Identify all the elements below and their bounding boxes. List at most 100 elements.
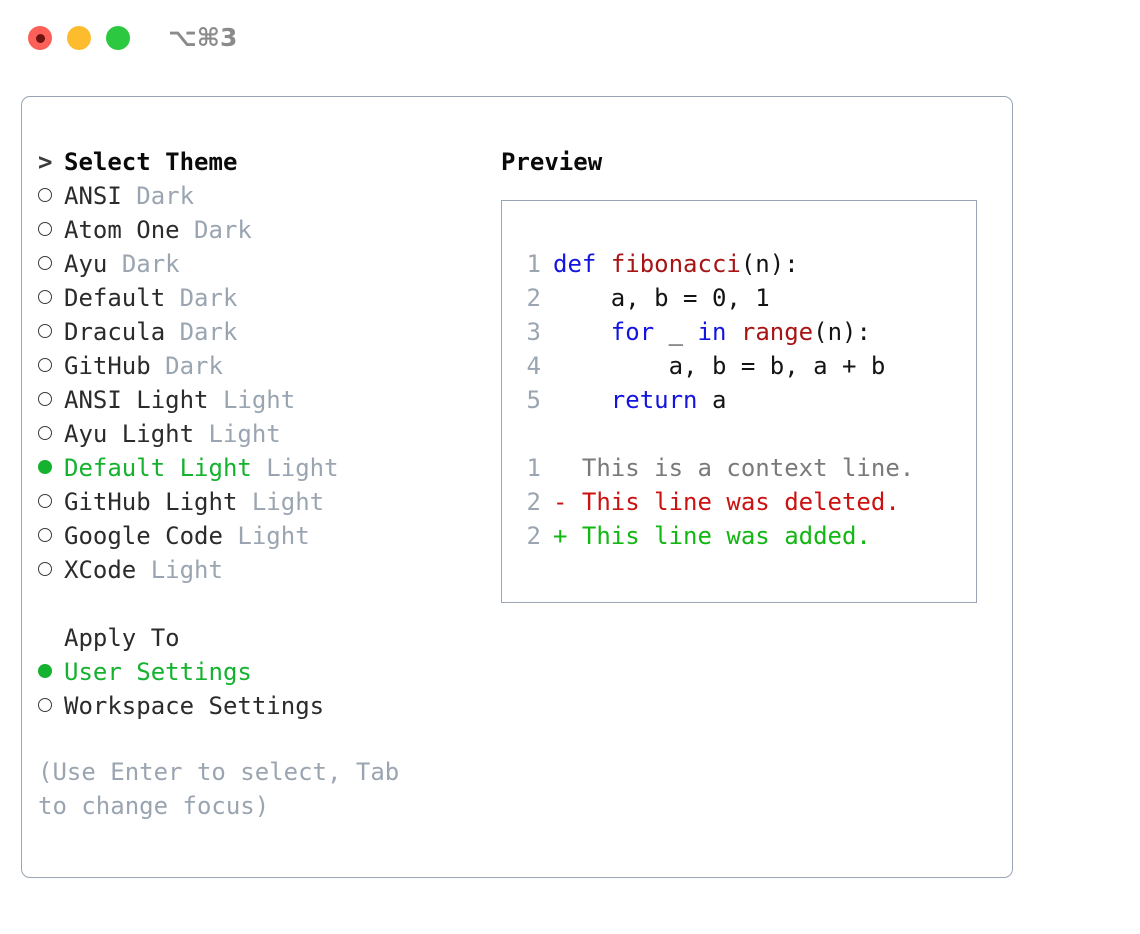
code-token: for bbox=[610, 318, 655, 346]
code-token: range bbox=[740, 318, 814, 346]
theme-name: ANSI Light bbox=[64, 386, 209, 414]
select-theme-heading: >Select Theme bbox=[38, 145, 468, 179]
spacer bbox=[237, 488, 251, 516]
title-bar: ⌥⌘3 bbox=[0, 0, 1140, 78]
spacer bbox=[151, 352, 165, 380]
traffic-light-buttons bbox=[28, 26, 130, 50]
code-token: (n): bbox=[740, 250, 799, 278]
theme-list-item[interactable]: Google Code Light bbox=[38, 519, 468, 553]
theme-list-item[interactable]: Atom One Dark bbox=[38, 213, 468, 247]
theme-list-item[interactable]: GitHub Light Light bbox=[38, 485, 468, 519]
theme-list-item[interactable]: Ayu Dark bbox=[38, 247, 468, 281]
theme-name: ANSI bbox=[64, 182, 122, 210]
recording-indicator-icon bbox=[35, 33, 45, 43]
radio-unselected-icon bbox=[38, 392, 52, 406]
code-diff-separator bbox=[515, 417, 914, 451]
theme-list-item[interactable]: Ayu Light Light bbox=[38, 417, 468, 451]
line-number: 1 bbox=[526, 454, 541, 482]
apply-to-radio-marker bbox=[38, 655, 64, 689]
code-token: in bbox=[697, 318, 727, 346]
theme-radio-marker bbox=[38, 213, 64, 247]
theme-list-item[interactable]: Default Light Light bbox=[38, 451, 468, 485]
line-number: 2 bbox=[526, 488, 541, 516]
theme-radio-marker bbox=[38, 451, 64, 485]
theme-name: GitHub bbox=[64, 352, 151, 380]
theme-mode-badge: Light bbox=[222, 386, 296, 414]
radio-unselected-icon bbox=[38, 562, 52, 576]
code-token bbox=[726, 318, 740, 346]
theme-list-item[interactable]: GitHub Dark bbox=[38, 349, 468, 383]
apply-to-option[interactable]: User Settings bbox=[38, 655, 468, 689]
theme-list-item[interactable]: XCode Light bbox=[38, 553, 468, 587]
theme-name: Ayu bbox=[64, 250, 108, 278]
theme-radio-marker bbox=[38, 315, 64, 349]
code-token: return bbox=[610, 386, 698, 414]
code-token bbox=[553, 318, 611, 346]
radio-unselected-icon bbox=[38, 324, 52, 338]
code-line: 4 a, b = b, a + b bbox=[515, 349, 914, 383]
theme-list-item[interactable]: Dracula Dark bbox=[38, 315, 468, 349]
theme-list-item[interactable]: Default Dark bbox=[38, 281, 468, 315]
spacer bbox=[209, 386, 223, 414]
diff-line-text: + This line was added. bbox=[553, 522, 871, 550]
theme-mode-badge: Light bbox=[266, 454, 339, 482]
apply-to-label: Apply To bbox=[64, 624, 180, 652]
apply-to-radio-marker bbox=[38, 689, 64, 723]
code-token bbox=[553, 386, 611, 414]
theme-mode-badge: Dark bbox=[194, 216, 252, 244]
radio-unselected-icon bbox=[38, 494, 52, 508]
line-number: 2 bbox=[526, 522, 541, 550]
code-token: _ bbox=[654, 318, 698, 346]
radio-unselected-icon bbox=[38, 528, 52, 542]
theme-mode-badge: Dark bbox=[179, 318, 238, 346]
theme-mode-badge: Dark bbox=[121, 250, 180, 278]
diff-line: 2 + This line was added. bbox=[515, 519, 914, 553]
theme-mode-badge: Dark bbox=[179, 284, 238, 312]
code-token: a, b = 0, 1 bbox=[553, 284, 770, 312]
diff-line-text: - This line was deleted. bbox=[553, 488, 900, 516]
theme-radio-marker bbox=[38, 417, 64, 451]
line-number: 5 bbox=[526, 386, 541, 414]
select-theme-title: Select Theme bbox=[64, 148, 238, 176]
theme-name: XCode bbox=[64, 556, 137, 584]
radio-unselected-icon bbox=[38, 698, 52, 712]
theme-mode-badge: Light bbox=[237, 522, 310, 550]
diff-line: 2 - This line was deleted. bbox=[515, 485, 914, 519]
theme-name: Default bbox=[64, 284, 166, 312]
minimize-window-button[interactable] bbox=[67, 26, 91, 50]
spacer bbox=[180, 216, 194, 244]
code-token: a, b = b, a + b bbox=[553, 352, 886, 380]
theme-name: Ayu Light bbox=[64, 420, 195, 448]
theme-radio-marker bbox=[38, 349, 64, 383]
code-token: def bbox=[553, 250, 597, 278]
theme-radio-marker bbox=[38, 383, 64, 417]
spacer bbox=[165, 284, 179, 312]
theme-radio-marker bbox=[38, 179, 64, 213]
code-line: 2 a, b = 0, 1 bbox=[515, 281, 914, 315]
theme-mode-badge: Light bbox=[150, 556, 223, 584]
radio-unselected-icon bbox=[38, 256, 52, 270]
theme-list-item[interactable]: ANSI Light Light bbox=[38, 383, 468, 417]
line-number: 4 bbox=[526, 352, 541, 380]
theme-radio-marker bbox=[38, 553, 64, 587]
code-line: 5 return a bbox=[515, 383, 914, 417]
code-token: a bbox=[697, 386, 727, 414]
close-window-button[interactable] bbox=[28, 26, 52, 50]
spacer bbox=[122, 182, 136, 210]
keyboard-shortcut-label: ⌥⌘3 bbox=[168, 23, 238, 52]
keyboard-hint-text: (Use Enter to select, Tab to change focu… bbox=[38, 758, 414, 820]
radio-unselected-icon bbox=[38, 290, 52, 304]
code-token: fibonacci bbox=[610, 250, 741, 278]
theme-mode-badge: Light bbox=[251, 488, 325, 516]
diff-line: 1 This is a context line. bbox=[515, 451, 915, 485]
radio-unselected-icon bbox=[38, 188, 52, 202]
apply-to-option[interactable]: Workspace Settings bbox=[38, 689, 468, 723]
theme-list-item[interactable]: ANSI Dark bbox=[38, 179, 468, 213]
maximize-window-button[interactable] bbox=[106, 26, 130, 50]
radio-selected-icon bbox=[38, 460, 52, 474]
theme-mode-badge: Light bbox=[208, 420, 281, 448]
